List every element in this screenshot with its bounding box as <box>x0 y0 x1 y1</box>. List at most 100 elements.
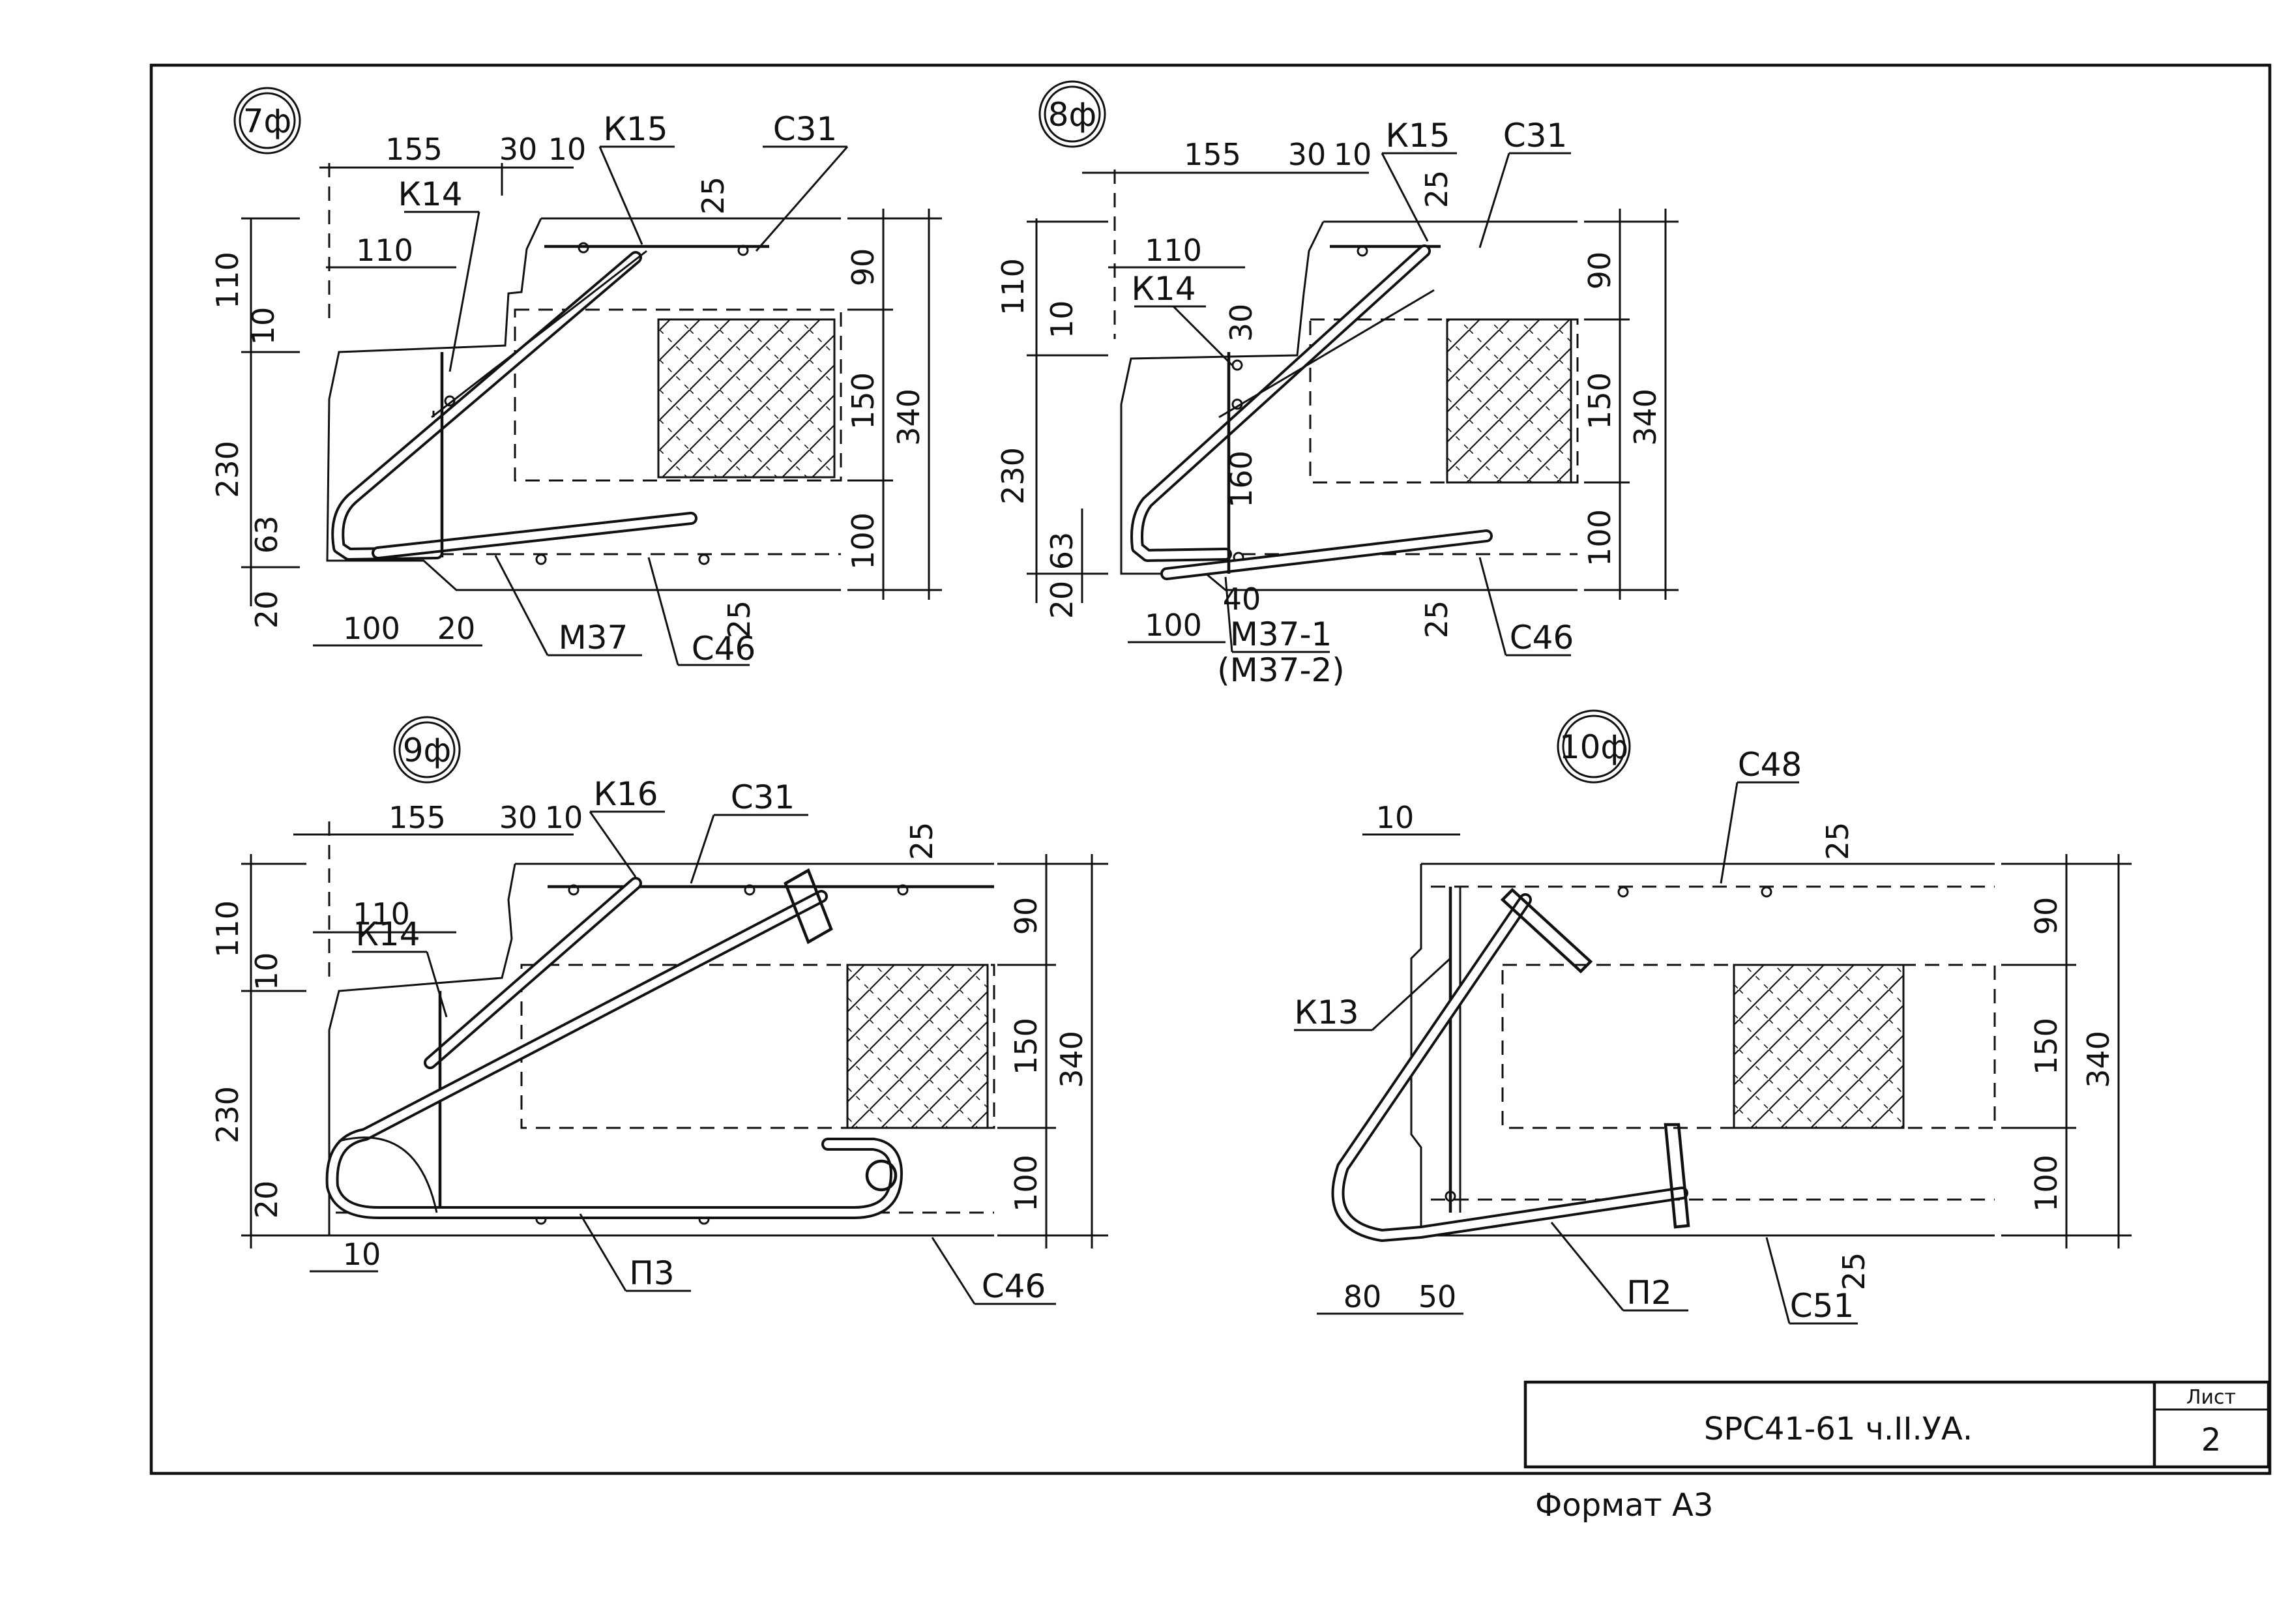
svg-text:90: 90 <box>2029 897 2064 936</box>
svg-text:25: 25 <box>1836 1252 1872 1291</box>
svg-text:10: 10 <box>249 952 284 991</box>
label-k16: К16 <box>593 775 658 813</box>
svg-text:150: 150 <box>1008 1018 1044 1075</box>
svg-text:340: 340 <box>2081 1031 2116 1088</box>
insulation-hatch <box>846 964 989 1129</box>
svg-text:155: 155 <box>385 132 443 167</box>
svg-text:20: 20 <box>1044 581 1079 619</box>
label-c31: С31 <box>1503 117 1568 155</box>
svg-text:340: 340 <box>891 389 926 446</box>
drawing-code: SPC41-61 ч.II.УА. <box>1704 1411 1973 1447</box>
rebar-k15 <box>331 251 642 561</box>
format-label: Формат А3 <box>1535 1487 1713 1524</box>
void-outline <box>514 308 842 482</box>
svg-text:230: 230 <box>995 447 1031 505</box>
insulation-hatch <box>657 318 836 479</box>
svg-text:100: 100 <box>343 611 400 646</box>
svg-text:340: 340 <box>1628 389 1663 446</box>
section-outline <box>326 217 841 591</box>
label-k14: К14 <box>398 175 462 213</box>
svg-text:10: 10 <box>1334 137 1372 172</box>
label-p3: П3 <box>629 1254 674 1292</box>
svg-text:90: 90 <box>1582 252 1617 290</box>
svg-text:100: 100 <box>1145 608 1202 643</box>
svg-text:110: 110 <box>995 258 1031 316</box>
section-7f: 7ф 155 30 10 110 25 <box>210 87 942 668</box>
svg-text:100: 100 <box>1008 1155 1044 1212</box>
void-outline <box>1309 318 1579 484</box>
svg-text:25: 25 <box>696 177 731 215</box>
svg-text:110: 110 <box>210 900 245 958</box>
section-marker-label: 10ф <box>1559 728 1628 766</box>
label-m37-1: М37-1 <box>1230 615 1332 653</box>
svg-text:30: 30 <box>1288 137 1327 172</box>
svg-text:25: 25 <box>1820 822 1855 861</box>
label-k15: К15 <box>603 110 668 148</box>
label-m37: М37 <box>559 619 628 657</box>
svg-text:30: 30 <box>499 132 538 167</box>
svg-text:110: 110 <box>353 896 410 932</box>
svg-text:10: 10 <box>246 307 281 346</box>
svg-text:25: 25 <box>722 600 757 639</box>
section-9f: 9ф 155 30 10 110 25 К16 С31 <box>210 716 1108 1305</box>
svg-text:10: 10 <box>548 132 587 167</box>
section-outline <box>328 863 994 1237</box>
svg-text:150: 150 <box>2029 1018 2064 1075</box>
svg-text:160: 160 <box>1224 450 1259 508</box>
svg-text:40: 40 <box>1223 582 1261 617</box>
sheet-number: 2 <box>2201 1422 2222 1458</box>
svg-text:10: 10 <box>545 800 583 835</box>
svg-text:63: 63 <box>249 516 284 554</box>
svg-text:150: 150 <box>1582 372 1617 430</box>
label-m37-2: (М37-2) <box>1217 651 1345 689</box>
label-c46: С46 <box>692 630 756 668</box>
svg-text:100: 100 <box>845 512 881 570</box>
sheet-border <box>149 63 2272 1475</box>
label-c31: С31 <box>773 110 838 148</box>
svg-text:10: 10 <box>343 1237 381 1272</box>
svg-text:90: 90 <box>1008 897 1044 936</box>
section-10f: 10ф 10 25 С48 К13 П2 С51 80 50 25 <box>1294 709 2132 1325</box>
svg-text:25: 25 <box>1419 170 1454 209</box>
svg-text:155: 155 <box>1184 137 1241 172</box>
svg-text:110: 110 <box>210 252 245 309</box>
section-marker-label: 7ф <box>243 102 292 140</box>
svg-text:340: 340 <box>1054 1031 1089 1088</box>
svg-text:10: 10 <box>1044 301 1079 339</box>
section-outline <box>1410 863 1995 1237</box>
label-c46: С46 <box>982 1267 1046 1305</box>
svg-text:100: 100 <box>2029 1155 2064 1212</box>
label-k14: К14 <box>355 915 420 953</box>
label-c48: С48 <box>1738 746 1802 784</box>
label-k15: К15 <box>1385 117 1450 155</box>
svg-text:100: 100 <box>1582 509 1617 567</box>
svg-text:20: 20 <box>249 591 284 629</box>
svg-text:63: 63 <box>1044 532 1079 570</box>
title-block: SPC41-61 ч.II.УА. Лист 2 <box>1523 1380 2270 1469</box>
label-c51: С51 <box>1790 1287 1855 1325</box>
label-c31: С31 <box>731 778 795 816</box>
svg-text:230: 230 <box>210 441 245 498</box>
svg-text:110: 110 <box>356 233 413 268</box>
svg-text:155: 155 <box>389 800 446 835</box>
svg-text:90: 90 <box>845 248 881 287</box>
void-outline <box>520 964 995 1129</box>
sheet-label: Лист <box>2186 1386 2236 1409</box>
svg-text:230: 230 <box>210 1086 245 1144</box>
svg-text:10: 10 <box>1376 800 1415 835</box>
svg-text:150: 150 <box>845 372 881 430</box>
section-8f: 8ф 155 30 10 110 25 К15 С31 К14 М <box>995 80 1679 689</box>
insulation-hatch <box>1446 318 1572 484</box>
rebar-p2 <box>1331 893 1688 1242</box>
svg-text:30: 30 <box>499 800 538 835</box>
svg-text:25: 25 <box>904 822 939 861</box>
svg-text:80: 80 <box>1343 1279 1382 1314</box>
insulation-hatch <box>1733 964 1905 1129</box>
section-outline <box>1120 220 1578 591</box>
svg-text:20: 20 <box>249 1181 284 1219</box>
svg-text:20: 20 <box>437 611 476 646</box>
label-k13: К13 <box>1294 994 1358 1031</box>
svg-text:110: 110 <box>1145 233 1202 268</box>
